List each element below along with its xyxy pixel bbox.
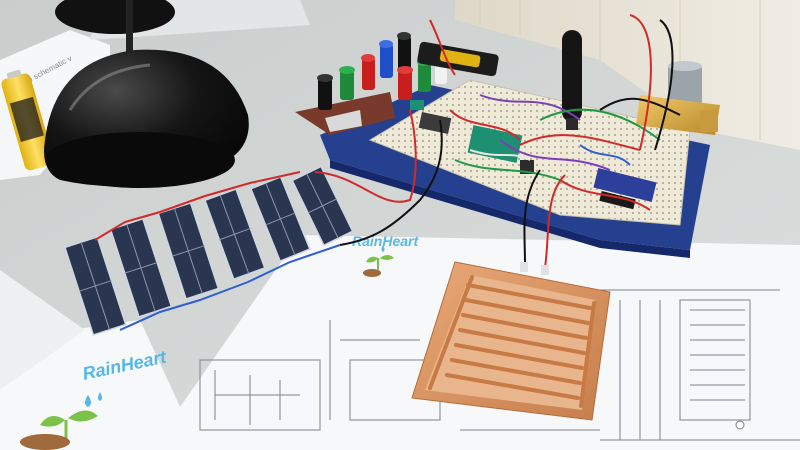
solar-lead-red	[314, 109, 417, 203]
solar-cell-array	[63, 165, 354, 336]
jumper-wires	[429, 14, 681, 211]
solar-cell	[109, 217, 173, 318]
solar-lead-black	[339, 119, 443, 246]
solar-cell	[249, 175, 311, 263]
sensor-lead-black	[523, 169, 541, 266]
solar-cell	[291, 165, 354, 247]
desk-lamp	[44, 0, 249, 188]
paper-edge	[0, 270, 85, 390]
schematic-drawing	[199, 289, 800, 441]
antenna	[562, 30, 582, 130]
svg-text:RainHeart: RainHeart	[352, 233, 419, 249]
solar-wire-red	[94, 171, 301, 241]
terminal-label	[325, 110, 362, 132]
solar-cell	[157, 201, 220, 300]
sensor-connector	[520, 262, 528, 272]
solar-wire-blue	[119, 244, 341, 331]
sensor-lead-red	[544, 174, 566, 269]
sensor-connector	[541, 265, 549, 275]
battery-holder	[417, 41, 499, 77]
breadboard-base-edge	[330, 160, 690, 258]
solar-cell	[204, 188, 266, 281]
aa-battery	[1, 69, 54, 171]
solar-cell	[63, 236, 127, 336]
window-blinds	[479, 0, 761, 140]
moisture-sensor-board	[411, 261, 611, 421]
